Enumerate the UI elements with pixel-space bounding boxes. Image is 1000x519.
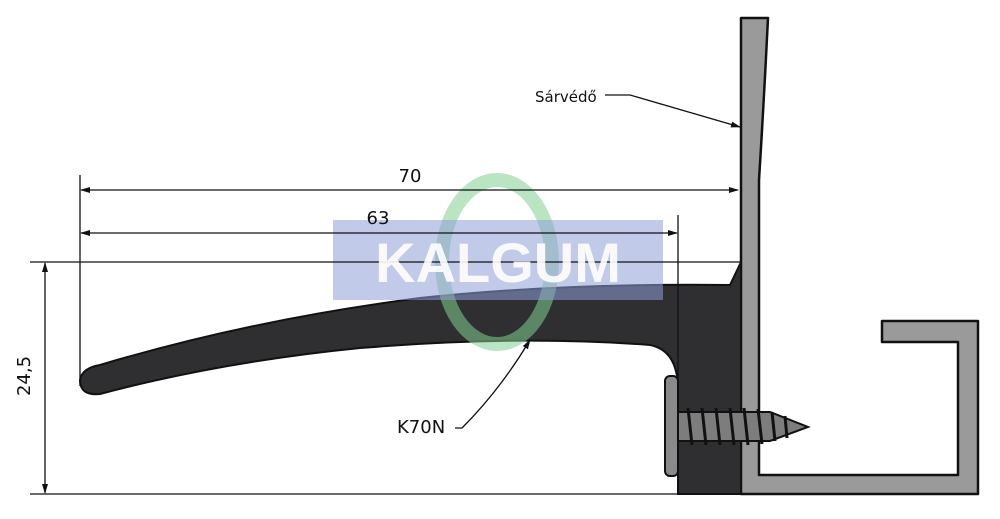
fender-leader-line (605, 94, 741, 128)
dimension-63-label: 63 (367, 208, 390, 229)
screw-icon (664, 375, 811, 477)
profile-leader-line (455, 339, 531, 429)
dimension-70-label: 70 (399, 166, 422, 187)
watermark-text: KALGUM (375, 231, 621, 294)
profile-label: K70N (397, 417, 445, 438)
fender-label: Sárvédő (535, 88, 597, 106)
fender-profile (739, 16, 980, 496)
dimension-height-label: 24,5 (14, 356, 35, 396)
